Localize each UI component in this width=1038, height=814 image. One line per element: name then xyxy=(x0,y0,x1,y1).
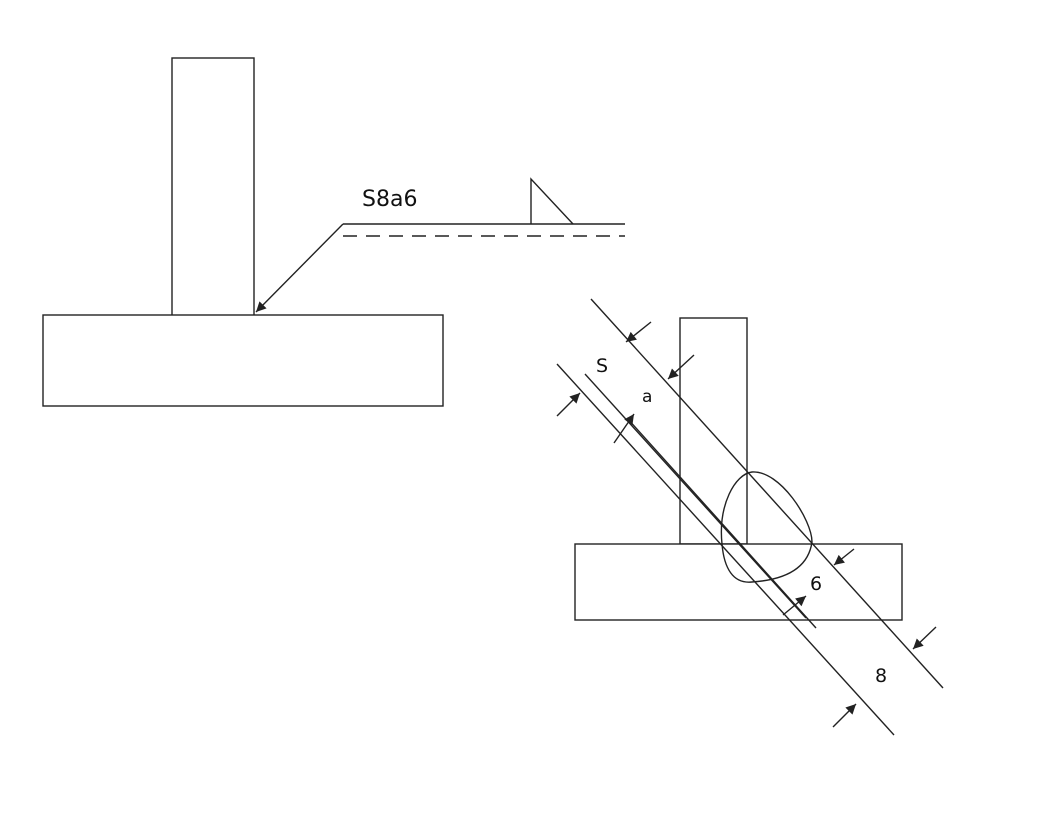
s-arrow-bottom xyxy=(667,354,695,380)
left-flange-plate xyxy=(42,314,444,407)
outer-bottom-diagonal xyxy=(556,363,895,736)
right-web-plate xyxy=(679,317,748,545)
dimension-labels: S a 6 8 xyxy=(596,355,887,687)
label-a: a xyxy=(642,387,652,407)
a-arrow-right xyxy=(613,413,635,444)
weld-bead-outline xyxy=(720,471,813,583)
throat-top-diagonal xyxy=(626,417,817,629)
throat-bottom-diagonal xyxy=(584,373,807,619)
dimension-lines xyxy=(556,298,944,736)
a-arrow-left xyxy=(556,392,581,417)
eight-arrow-lower xyxy=(832,703,857,728)
label-6: 6 xyxy=(810,573,822,595)
fillet-weld-triangle xyxy=(530,177,574,225)
weld-symbol: S8a6 xyxy=(255,177,625,313)
s-arrow-top xyxy=(625,321,652,343)
right-flange-plate xyxy=(574,543,903,621)
arrow-line xyxy=(255,223,344,313)
label-8: 8 xyxy=(875,665,887,687)
weld-designation-label: S8a6 xyxy=(362,187,417,212)
six-arrow-lower xyxy=(782,595,807,616)
outer-top-diagonal xyxy=(590,298,944,689)
left-web-plate xyxy=(171,57,255,317)
six-arrow-upper xyxy=(833,548,855,566)
label-s: S xyxy=(596,355,608,377)
right-t-joint xyxy=(574,317,903,621)
left-t-joint xyxy=(42,57,444,407)
eight-arrow-upper xyxy=(912,626,937,650)
